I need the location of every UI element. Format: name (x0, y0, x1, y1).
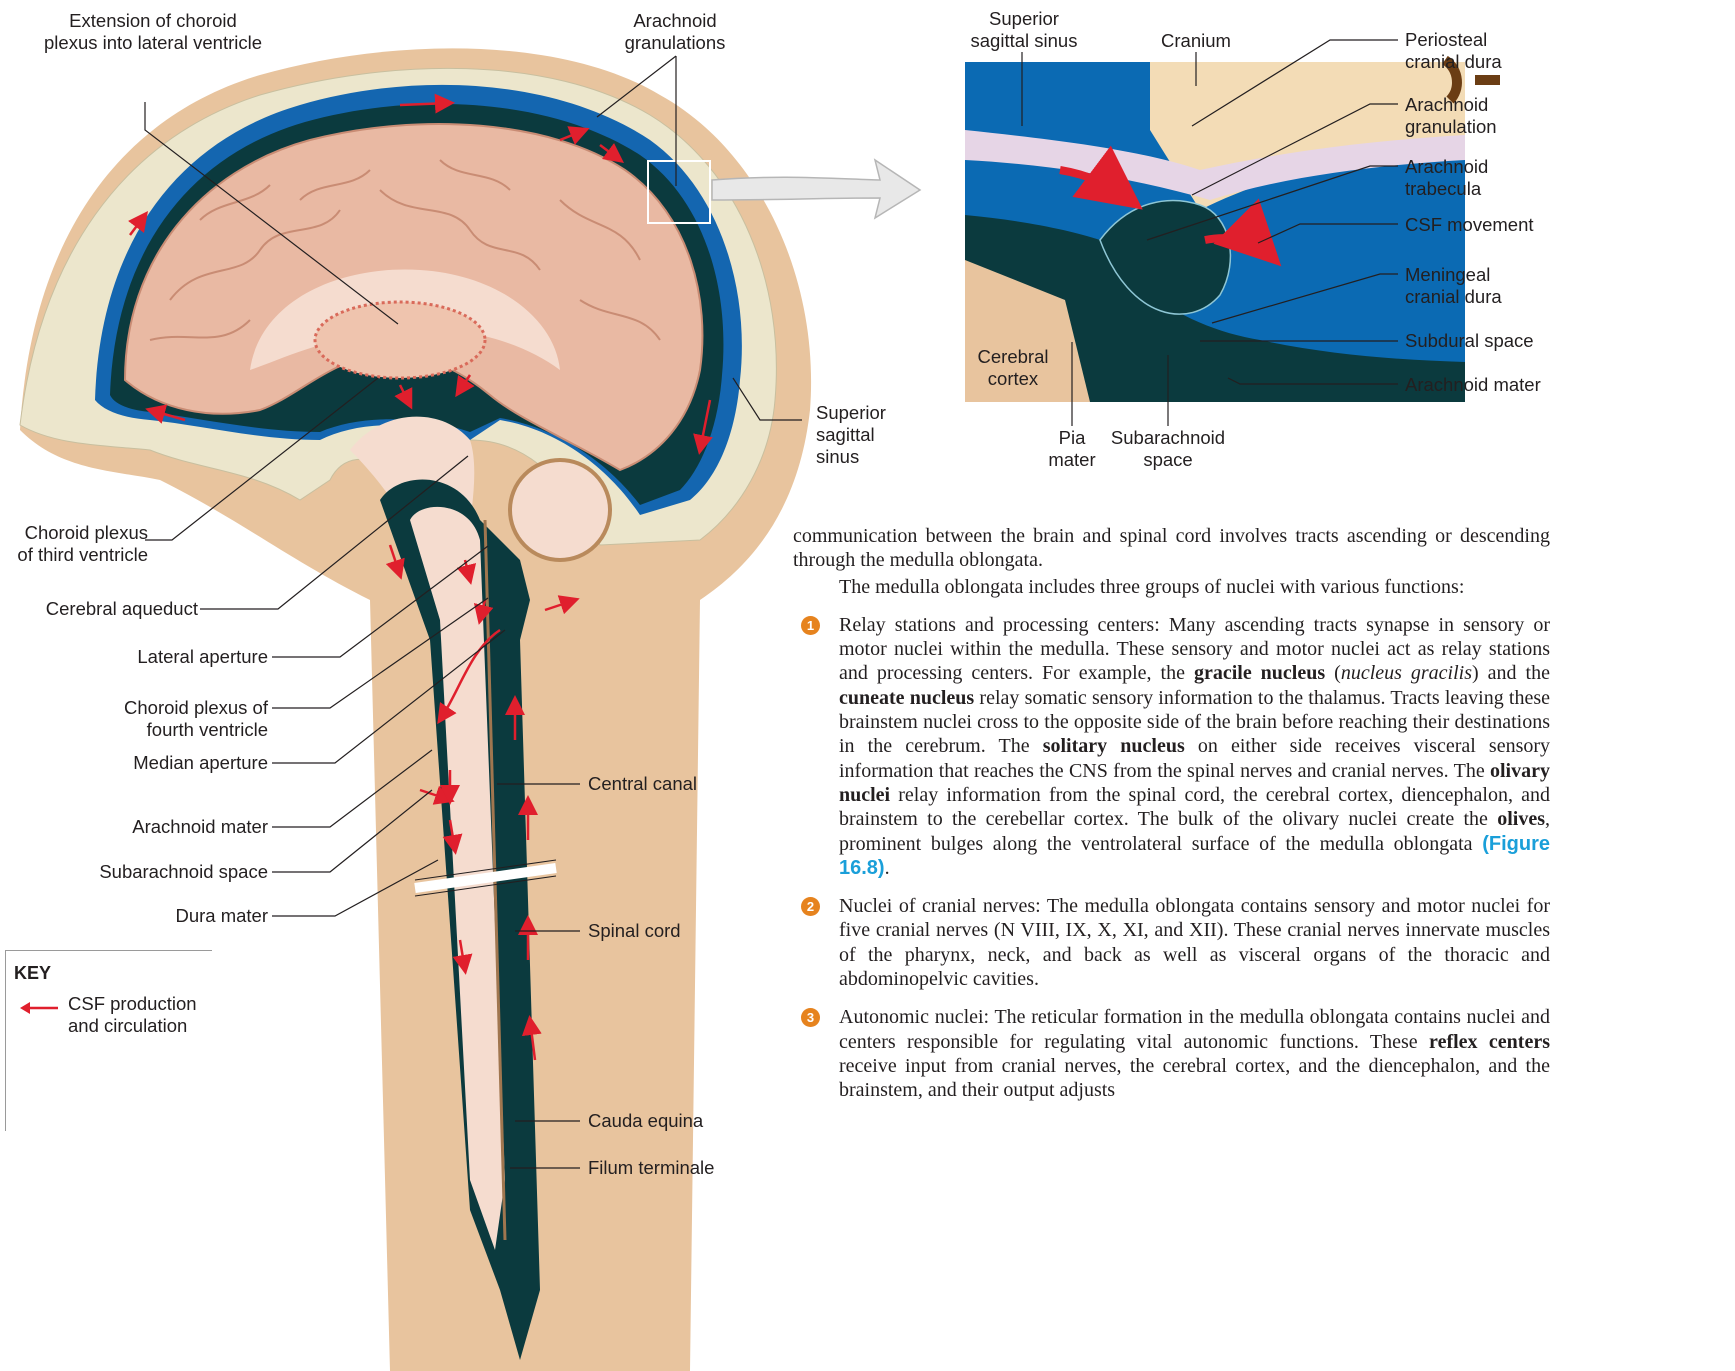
key-title: KEY (14, 963, 51, 984)
label-cauda-equina: Cauda equina (588, 1110, 703, 1132)
inset-label-cranium: Cranium (1146, 30, 1246, 52)
text-run: ( (1325, 662, 1341, 684)
inset-label-periosteal-dura: Periosteal cranial dura (1405, 29, 1502, 73)
text-run: cuneate nucleus (839, 687, 974, 709)
text-run: ) and the (1472, 662, 1550, 684)
list-item: 2 Nuclei of cranial nerves: The medulla o… (793, 894, 1550, 991)
label-spinal-cord: Spinal cord (588, 920, 681, 942)
item-number-badge: 3 (801, 1008, 820, 1027)
nuclei-list: 1 Relay stations and processing centers: … (793, 613, 1550, 1103)
text-run: nucleus gracilis (1341, 662, 1472, 684)
cerebellum (510, 460, 610, 560)
label-central-canal: Central canal (588, 773, 697, 795)
text-run: receive input from cranial nerves, the c… (839, 1055, 1550, 1101)
text-run: relay information from the spinal cord, … (839, 784, 1550, 830)
text-run: . (885, 857, 890, 879)
key-item-label: CSF production and circulation (68, 993, 208, 1037)
inset-label-arachnoid-mater: Arachnoid mater (1405, 374, 1541, 396)
label-arachnoid-granulations: Arachnoid granulations (610, 10, 740, 54)
label-dura-mater: Dura mater (0, 905, 268, 927)
figure-key: KEY CSF production and circulation (5, 950, 212, 1131)
inset-label-cerebral-cortex: Cerebral cortex (968, 346, 1058, 390)
label-median-aperture: Median aperture (0, 752, 268, 774)
label-filum-terminale: Filum terminale (588, 1157, 714, 1179)
list-item: 3 Autonomic nuclei: The reticular formati… (793, 1005, 1550, 1102)
item-text: Relay stations and processing centers: M… (839, 613, 1550, 880)
item-text: Autonomic nuclei: The reticular formatio… (839, 1005, 1550, 1102)
text-run: gracile nucleus (1194, 662, 1325, 684)
inset-label-arachnoid-trabecula: Arachnoid trabecula (1405, 156, 1488, 200)
text-run: Nuclei of cranial nerves: The medulla ob… (839, 895, 1550, 990)
label-cerebral-aqueduct: Cerebral aqueduct (0, 598, 198, 620)
label-arachnoid-mater: Arachnoid mater (0, 816, 268, 838)
label-choroid-third: Choroid plexus of third ventricle (0, 522, 148, 566)
text-run: reflex centers (1429, 1031, 1550, 1053)
key-red-arrow-icon (20, 1001, 60, 1015)
item-number-badge: 1 (801, 616, 820, 635)
label-lateral-aperture: Lateral aperture (0, 646, 268, 668)
lead-paragraph: The medulla oblongata includes three gro… (793, 575, 1550, 599)
item-text: Nuclei of cranial nerves: The medulla ob… (839, 894, 1550, 991)
label-choroid-extension: Extension of choroid plexus into lateral… (33, 10, 273, 54)
label-choroid-fourth: Choroid plexus of fourth ventricle (0, 697, 268, 741)
inset-label-subdural-space: Subdural space (1405, 330, 1534, 352)
label-subarachnoid-space: Subarachnoid space (0, 861, 268, 883)
inset-label-pia-mater: Pia mater (1042, 427, 1102, 471)
body-text: communication between the brain and spin… (793, 524, 1550, 1103)
inset-label-superior-sagittal-sinus: Superior sagittal sinus (962, 8, 1086, 52)
item-number-badge: 2 (801, 897, 820, 916)
intro-paragraph: communication between the brain and spin… (793, 524, 1550, 573)
list-item: 1 Relay stations and processing centers: … (793, 613, 1550, 880)
label-superior-sagittal-sinus: Superior sagittal sinus (816, 402, 886, 468)
thalamus (315, 302, 485, 378)
text-run: olives (1497, 808, 1545, 830)
inset-label-csf-movement: CSF movement (1405, 214, 1534, 236)
inset-label-meningeal-dura: Meningeal cranial dura (1405, 264, 1502, 308)
text-run: solitary nucleus (1043, 735, 1185, 757)
inset-label-subarachnoid-space: Subarachnoid space (1103, 427, 1233, 471)
inset-label-arachnoid-granulation: Arachnoid granulation (1405, 94, 1497, 138)
